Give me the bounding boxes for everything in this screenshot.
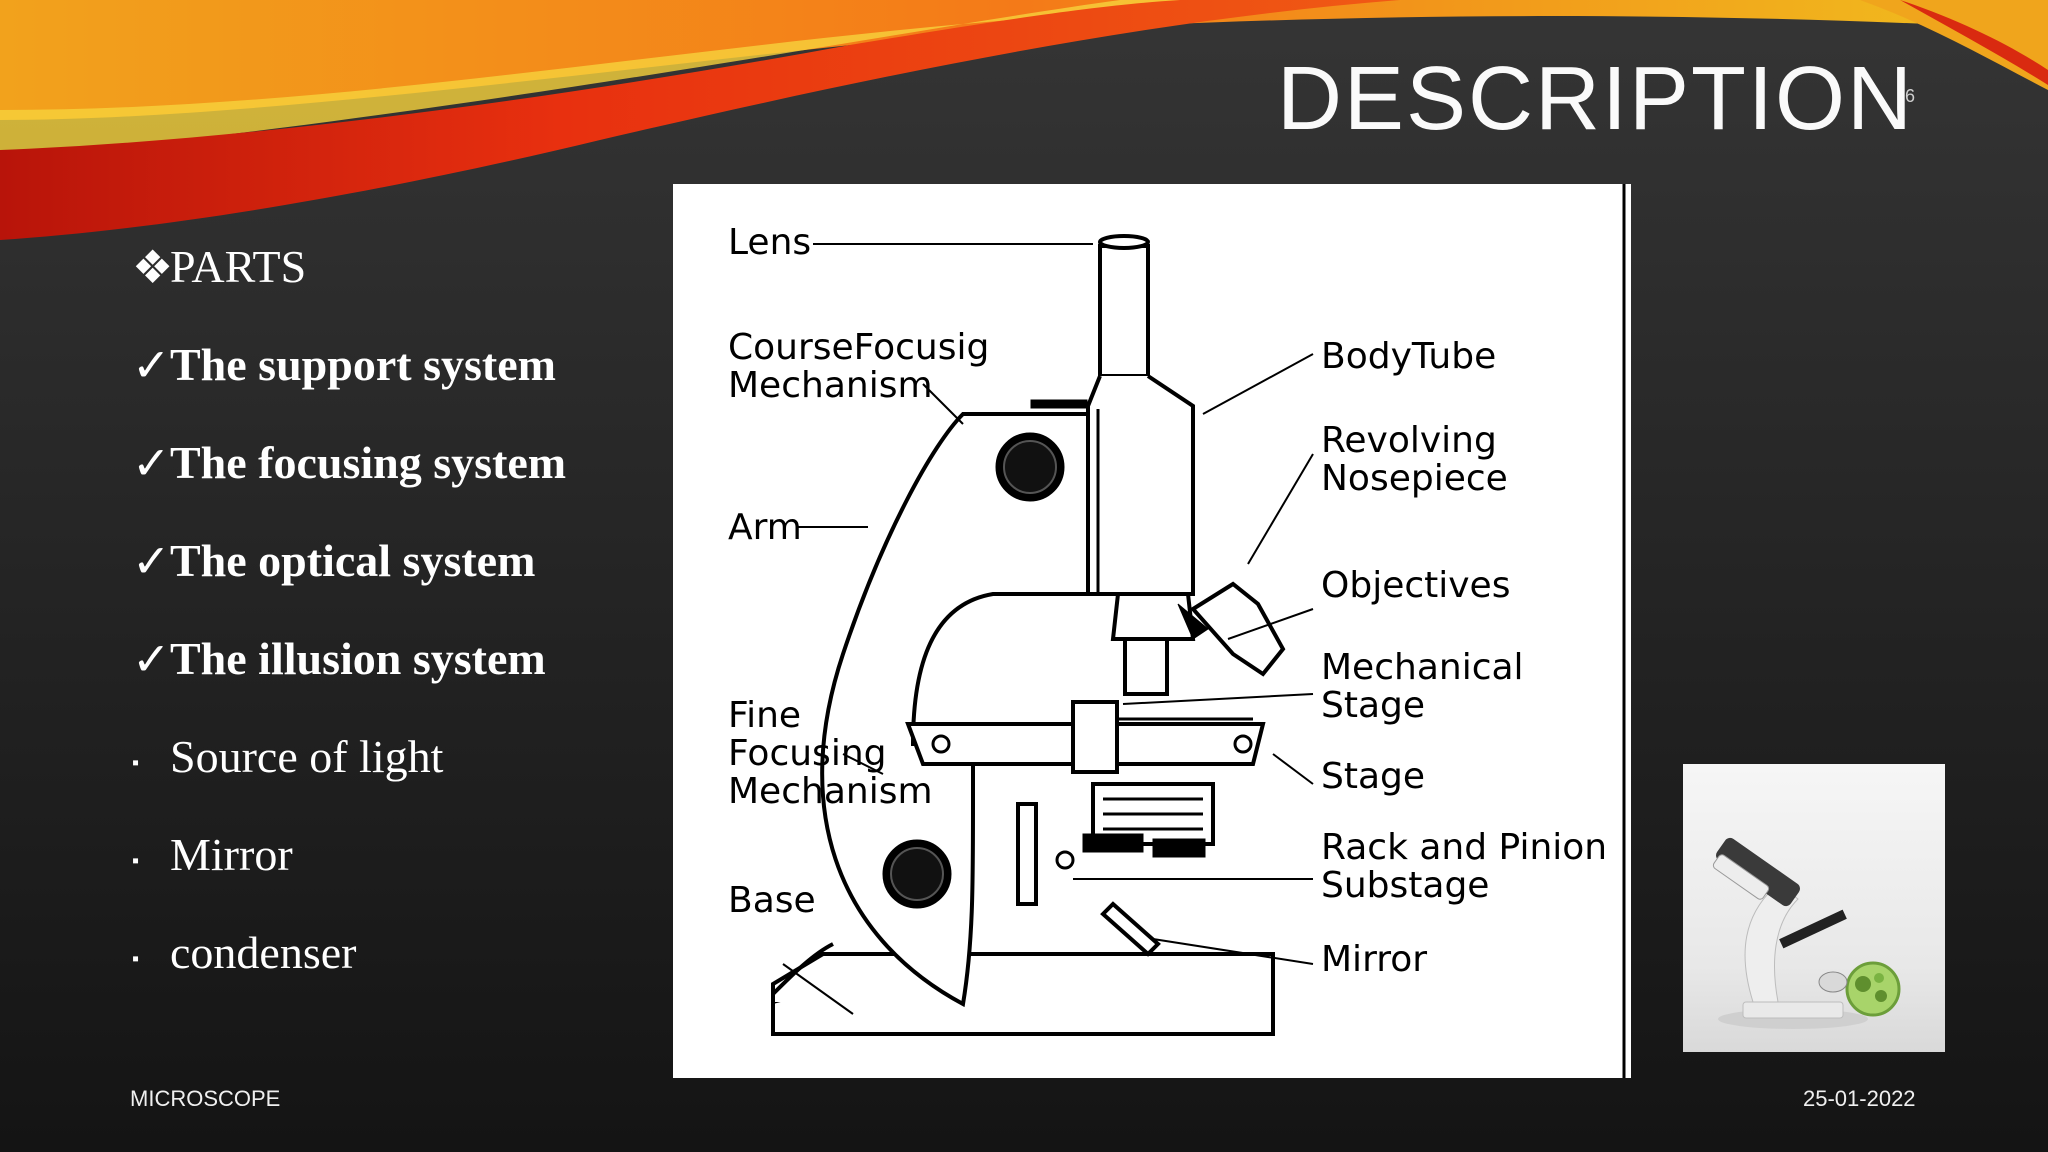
label-revolving-1: Revolving <box>1321 420 1497 461</box>
list-item-text: Mirror <box>170 829 293 880</box>
list-item: ✓ The illusion system <box>132 632 672 730</box>
list-item: ▪ Mirror <box>132 828 672 926</box>
microscope-diagram: Lens CourseFocusig Mechanism Arm Fine Fo… <box>673 184 1631 1078</box>
list-item: ✓ The support system <box>132 338 672 436</box>
list-item: ✓ The focusing system <box>132 436 672 534</box>
microscope-thumbnail-image <box>1683 764 1945 1052</box>
label-arm: Arm <box>728 507 802 548</box>
list-item-text: Source of light <box>170 731 444 782</box>
checkmark-icon: ✓ <box>132 634 171 685</box>
label-rack-pinion-2: Substage <box>1321 865 1489 906</box>
label-course-focusing-2: Mechanism <box>728 365 933 406</box>
label-stage: Stage <box>1321 756 1425 797</box>
list-item: ▪ Source of light <box>132 730 672 828</box>
list-item-text: PARTS <box>170 241 307 292</box>
label-course-focusing-1: CourseFocusig <box>728 327 989 368</box>
list-item: ✓ The optical system <box>132 534 672 632</box>
list-item-text: The optical system <box>170 535 536 586</box>
slide-title: DESCRIPTION <box>1276 49 1914 149</box>
list-item-text: The support system <box>170 339 556 390</box>
label-mirror: Mirror <box>1321 939 1427 980</box>
label-fine-focusing-3: Mechanism <box>728 771 933 812</box>
list-item-text: condenser <box>170 927 357 978</box>
footer-topic: MICROSCOPE <box>130 1086 281 1111</box>
list-item-text: The illusion system <box>170 633 546 684</box>
label-fine-focusing-1: Fine <box>728 695 801 736</box>
label-mechanical-2: Stage <box>1321 685 1425 726</box>
list-item: ▪ condenser <box>132 926 672 1024</box>
microscope-drawing: Lens CourseFocusig Mechanism Arm Fine Fo… <box>728 184 1626 1078</box>
label-objectives: Objectives <box>1321 565 1510 606</box>
label-lens: Lens <box>728 222 811 263</box>
checkmark-icon: ✓ <box>132 438 171 489</box>
square-bullet-icon: ▪ <box>132 850 140 872</box>
label-body-tube: BodyTube <box>1321 336 1496 377</box>
parts-bullet-list: ❖ PARTS ✓ The support system ✓ The focus… <box>132 240 672 1024</box>
slide-number: 6 <box>1905 86 1916 106</box>
footer-date: 25-01-2022 <box>1803 1086 1916 1111</box>
checkmark-icon: ✓ <box>132 536 171 587</box>
label-base: Base <box>728 880 816 921</box>
square-bullet-icon: ▪ <box>132 752 140 774</box>
list-item: ❖ PARTS <box>132 240 672 338</box>
decorative-swoosh <box>0 0 2048 240</box>
label-revolving-2: Nosepiece <box>1321 458 1508 499</box>
square-bullet-icon: ▪ <box>132 948 140 970</box>
diamond-bullet-icon: ❖ <box>132 242 174 293</box>
label-rack-pinion-1: Rack and Pinion <box>1321 827 1607 868</box>
label-fine-focusing-2: Focusing <box>728 733 886 774</box>
label-mechanical-1: Mechanical <box>1321 647 1524 688</box>
list-item-text: The focusing system <box>170 437 567 488</box>
checkmark-icon: ✓ <box>132 340 171 391</box>
